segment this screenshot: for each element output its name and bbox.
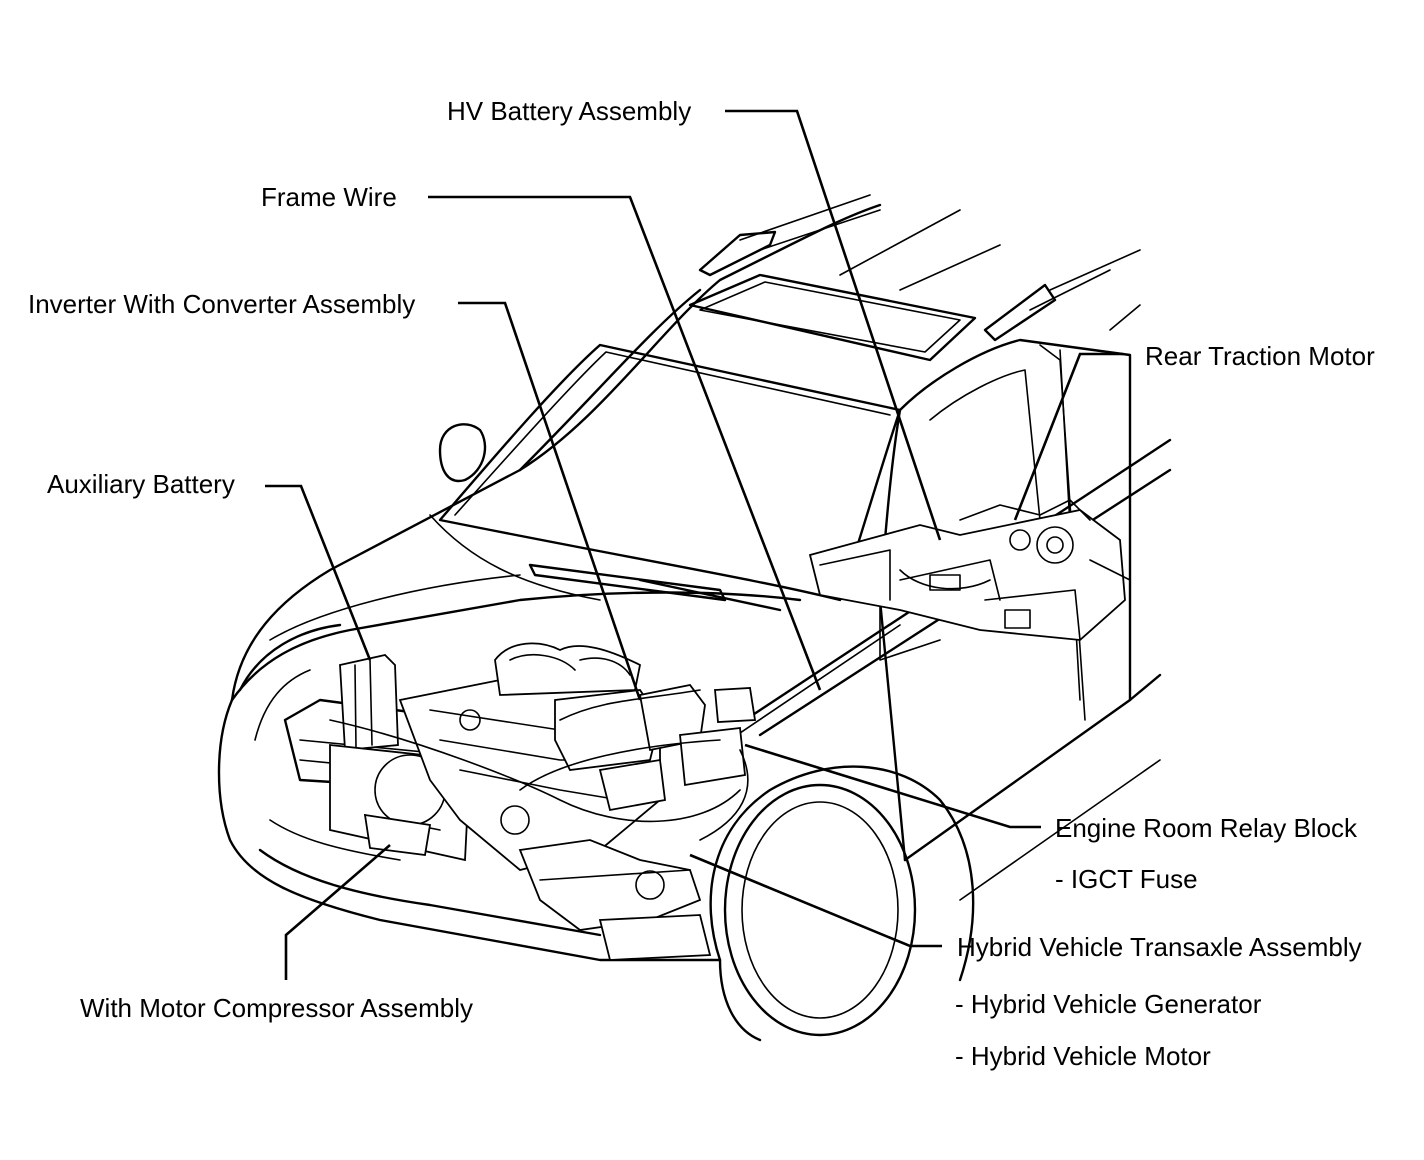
- label-auxiliary-battery: Auxiliary Battery: [47, 469, 235, 499]
- label-rear-traction-motor: Rear Traction Motor: [1145, 341, 1375, 371]
- leader-relay-block: [744, 743, 1041, 829]
- hv-battery-assembly-drawing: [808, 499, 1131, 641]
- leader-hv-battery: [725, 109, 942, 541]
- leader-frame-wire: [428, 195, 822, 691]
- leader-lines: [265, 109, 1123, 980]
- label-inverter-with-converter: Inverter With Converter Assembly: [28, 289, 416, 319]
- engine-compartment-drawing: [329, 642, 757, 961]
- leader-rear-motor: [1013, 352, 1123, 521]
- label-engine-room-relay-block: Engine Room Relay Block: [1055, 813, 1358, 843]
- label-hv-battery-assembly: HV Battery Assembly: [447, 96, 692, 126]
- label-motor-compressor-assembly: With Motor Compressor Assembly: [80, 993, 473, 1023]
- label-frame-wire: Frame Wire: [261, 182, 397, 212]
- leader-aux-battery: [265, 484, 372, 661]
- leader-inverter: [458, 301, 642, 701]
- label-hybrid-vehicle-generator: - Hybrid Vehicle Generator: [955, 989, 1262, 1019]
- label-hybrid-vehicle-motor: - Hybrid Vehicle Motor: [955, 1041, 1211, 1071]
- label-hybrid-vehicle-transaxle: Hybrid Vehicle Transaxle Assembly: [957, 932, 1362, 962]
- vehicle-body: [217, 194, 1162, 1042]
- leader-compressor: [284, 844, 391, 980]
- label-igct-fuse: - IGCT Fuse: [1055, 864, 1198, 894]
- leader-transaxle: [689, 853, 942, 948]
